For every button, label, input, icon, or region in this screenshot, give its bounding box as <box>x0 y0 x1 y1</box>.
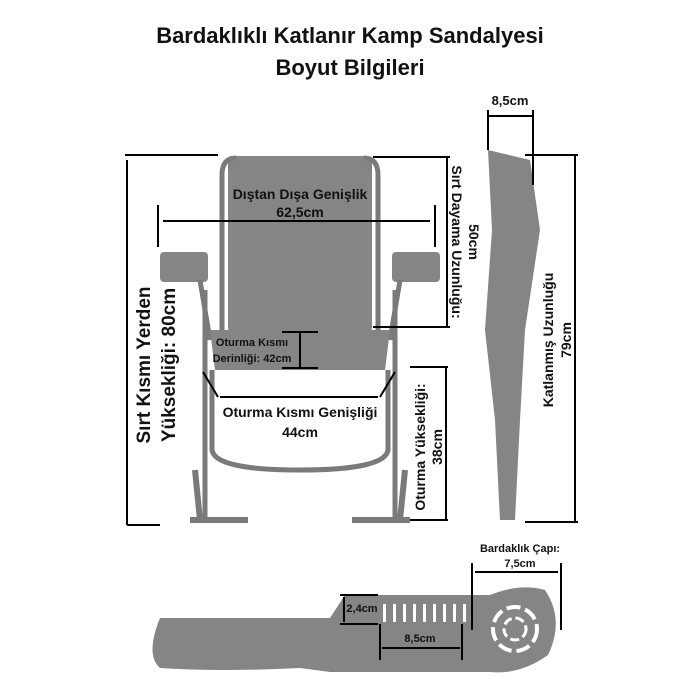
seat-height-value: 38cm <box>429 429 445 465</box>
backrest-length-label: Sırt Dayama Uzunluğu: <box>449 165 465 318</box>
seat-depth-label: Oturma Kısmı <box>216 337 288 349</box>
chair-folded-view <box>485 150 540 520</box>
back-height-label: Sırt Kısmı Yerden <box>134 287 155 444</box>
slot-height-value: 2,4cm <box>346 603 377 615</box>
outer-width-label: Dıştan Dışa Genişlik <box>233 186 368 202</box>
folded-length-text: Katlanmış Uzunluğu 79cm <box>540 273 574 408</box>
folded-length-label: Katlanmış Uzunluğu <box>540 273 556 408</box>
dimension-lines <box>125 110 578 526</box>
outer-width-value: 62,5cm <box>276 204 323 220</box>
backrest-length-text: Sırt Dayama Uzunluğu: 50cm <box>449 165 482 318</box>
seat-width-label: Oturma Kısmı Genişliği <box>223 404 378 420</box>
seat-depth-value: Derinliği: 42cm <box>213 353 292 365</box>
cupholder-diameter-label: Bardaklık Çapı: <box>480 543 560 555</box>
title-line-2: Boyut Bilgileri <box>275 55 424 80</box>
back-height-text: Sırt Kısmı Yerden Yüksekliği: 80cm <box>134 287 180 444</box>
title-line-1: Bardaklıklı Katlanır Kamp Sandalyesi <box>156 23 544 48</box>
slot-length-value: 8,5cm <box>404 633 435 645</box>
seat-height-text: Oturma Yüksekliği: 38cm <box>412 383 445 510</box>
seat-width-value: 44cm <box>282 424 318 440</box>
cupholder-armrest <box>152 587 556 673</box>
back-height-value: Yüksekliği: 80cm <box>159 288 180 442</box>
backrest-length-value: 50cm <box>466 224 482 260</box>
cupholder-diameter-value: 7,5cm <box>504 558 535 570</box>
seat-height-label: Oturma Yüksekliği: <box>412 383 428 510</box>
folded-length-value: 79cm <box>558 322 574 358</box>
folded-thickness-value: 8,5cm <box>492 93 529 108</box>
